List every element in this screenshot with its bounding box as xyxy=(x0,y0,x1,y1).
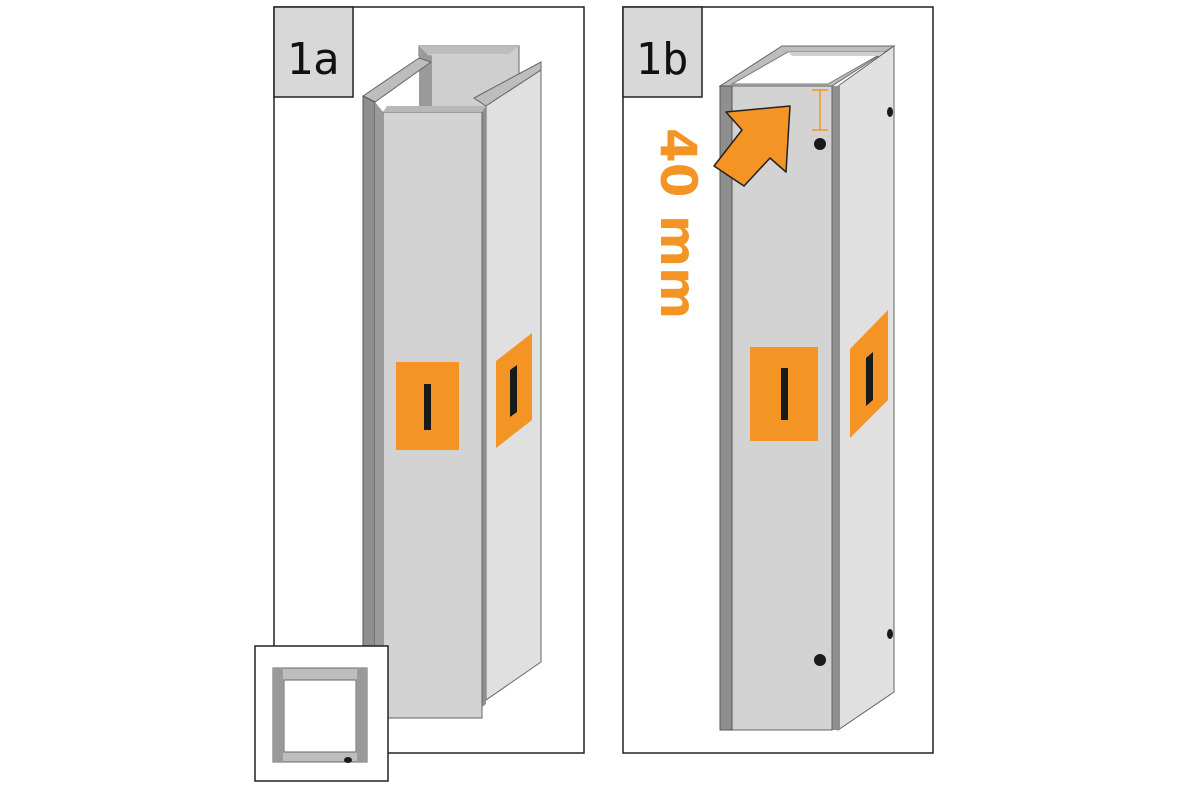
panel-1a-label: 1a xyxy=(287,34,340,85)
slot-marker-icon xyxy=(396,362,459,450)
panel-1b: 40 mm 1b xyxy=(622,6,934,754)
dimension-label: 40 mm xyxy=(649,128,707,319)
slot-marker-icon xyxy=(850,310,888,438)
panel-1a: 1a xyxy=(254,6,585,782)
panel-1b-label: 1b xyxy=(636,34,689,85)
slot-marker-icon xyxy=(750,347,818,441)
screw-hole-icon xyxy=(814,138,826,150)
left-edge-strip xyxy=(719,85,733,731)
screw-hole-icon xyxy=(887,629,893,639)
panel-1b-label-box: 1b xyxy=(622,6,703,98)
arrow-icon xyxy=(713,105,791,187)
screw-hole-icon xyxy=(814,654,826,666)
cross-section-inset xyxy=(254,645,389,782)
left-edge-strip xyxy=(362,95,376,661)
dimension-bracket xyxy=(812,89,828,131)
panel-1a-label-box: 1a xyxy=(273,6,354,98)
slot-marker-icon xyxy=(496,333,532,448)
screw-hole-icon xyxy=(887,107,893,117)
